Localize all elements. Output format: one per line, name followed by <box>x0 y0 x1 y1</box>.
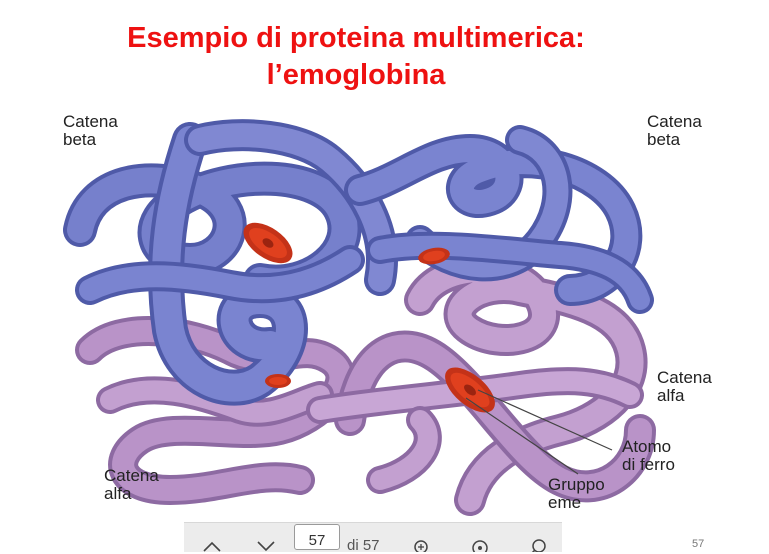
fit-page-button[interactable] <box>460 523 500 552</box>
heme-group-leader <box>465 397 579 475</box>
search-button[interactable] <box>518 523 558 552</box>
heme-groups <box>243 222 495 413</box>
iron-atom-leader <box>477 389 613 451</box>
beta-chain-right <box>344 125 654 314</box>
next-page-button[interactable] <box>246 523 286 552</box>
label-iron-atom: Atomo di ferro <box>622 437 675 474</box>
slide-title-line-1: Esempio di proteina multimerica: <box>127 22 585 54</box>
zoom-in-button[interactable] <box>402 523 442 552</box>
heme-group-upper-right <box>418 247 450 265</box>
label-beta-chain-left: Catena beta <box>63 112 118 149</box>
page-count-label: di 57 <box>347 537 380 554</box>
label-alfa-chain-left: Catena alfa <box>104 466 159 503</box>
page-number-input[interactable] <box>294 524 340 550</box>
slide-number: 57 <box>692 538 705 550</box>
heme-group-lower-right <box>445 367 495 413</box>
chevron-up-icon <box>203 541 221 552</box>
label-alfa-chain-right: Catena alfa <box>657 368 712 405</box>
slide-title: Esempio di proteina multimerica: l’emogl… <box>0 20 712 94</box>
label-beta-chain-right: Catena beta <box>647 112 702 149</box>
previous-page-button[interactable] <box>192 523 232 552</box>
fit-page-icon <box>472 540 488 552</box>
beta-chains <box>63 119 654 406</box>
label-heme-group: Gruppo eme <box>548 475 605 512</box>
heme-group-upper-left <box>243 222 293 264</box>
viewer-toolbar: di 57 <box>184 522 562 554</box>
heme-group-lower-left <box>265 374 291 388</box>
leader-lines <box>465 389 613 475</box>
search-icon <box>531 539 546 552</box>
zoom-in-icon <box>414 540 428 552</box>
chevron-down-icon <box>257 541 275 552</box>
slide-title-line-2: l’emoglobina <box>266 59 446 91</box>
